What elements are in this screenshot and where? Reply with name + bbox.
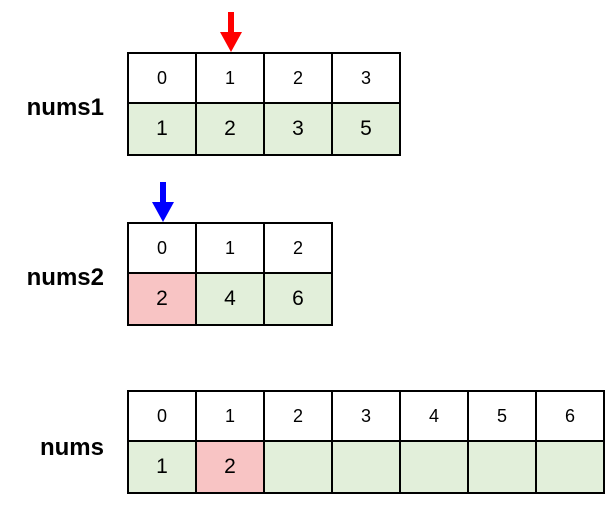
value-cell: 1: [127, 440, 197, 494]
index-row: 0 1 2: [127, 222, 333, 274]
value-cell: 3: [263, 102, 333, 156]
index-cell: 0: [127, 52, 197, 104]
index-row: 0 1 2 3: [127, 52, 401, 104]
value-cell: 4: [195, 272, 265, 326]
index-cell: 2: [263, 52, 333, 104]
array-table-nums2: 0 1 2 2 4 6: [127, 222, 333, 326]
array-table-nums: 0 1 2 3 4 5 6 1 2: [127, 390, 605, 494]
index-cell: 1: [195, 222, 265, 274]
index-cell: 3: [331, 52, 401, 104]
value-cell-empty: [263, 440, 333, 494]
value-cell-empty: [467, 440, 537, 494]
index-cell: 4: [399, 390, 469, 442]
index-cell: 3: [331, 390, 401, 442]
index-cell: 1: [195, 390, 265, 442]
value-cell-highlighted: 2: [127, 272, 197, 326]
value-cell-highlighted: 2: [195, 440, 265, 494]
value-row: 2 4 6: [127, 272, 333, 326]
index-cell: 1: [195, 52, 265, 104]
value-cell: 6: [263, 272, 333, 326]
array-label-nums1: nums1: [26, 94, 104, 121]
value-cell: 1: [127, 102, 197, 156]
value-cell: 5: [331, 102, 401, 156]
value-row: 1 2: [127, 440, 605, 494]
value-cell: 2: [195, 102, 265, 156]
index-cell: 6: [535, 390, 605, 442]
index-cell: 5: [467, 390, 537, 442]
pointer-arrow-nums2: [152, 182, 174, 222]
value-cell-empty: [399, 440, 469, 494]
index-cell: 0: [127, 222, 197, 274]
index-row: 0 1 2 3 4 5 6: [127, 390, 605, 442]
value-cell-empty: [331, 440, 401, 494]
pointer-arrow-nums1: [220, 12, 242, 52]
array-table-nums1: 0 1 2 3 1 2 3 5: [127, 52, 401, 156]
value-row: 1 2 3 5: [127, 102, 401, 156]
value-cell-empty: [535, 440, 605, 494]
index-cell: 2: [263, 222, 333, 274]
array-label-nums2: nums2: [26, 264, 104, 291]
index-cell: 2: [263, 390, 333, 442]
index-cell: 0: [127, 390, 197, 442]
array-label-nums: nums: [39, 434, 104, 461]
